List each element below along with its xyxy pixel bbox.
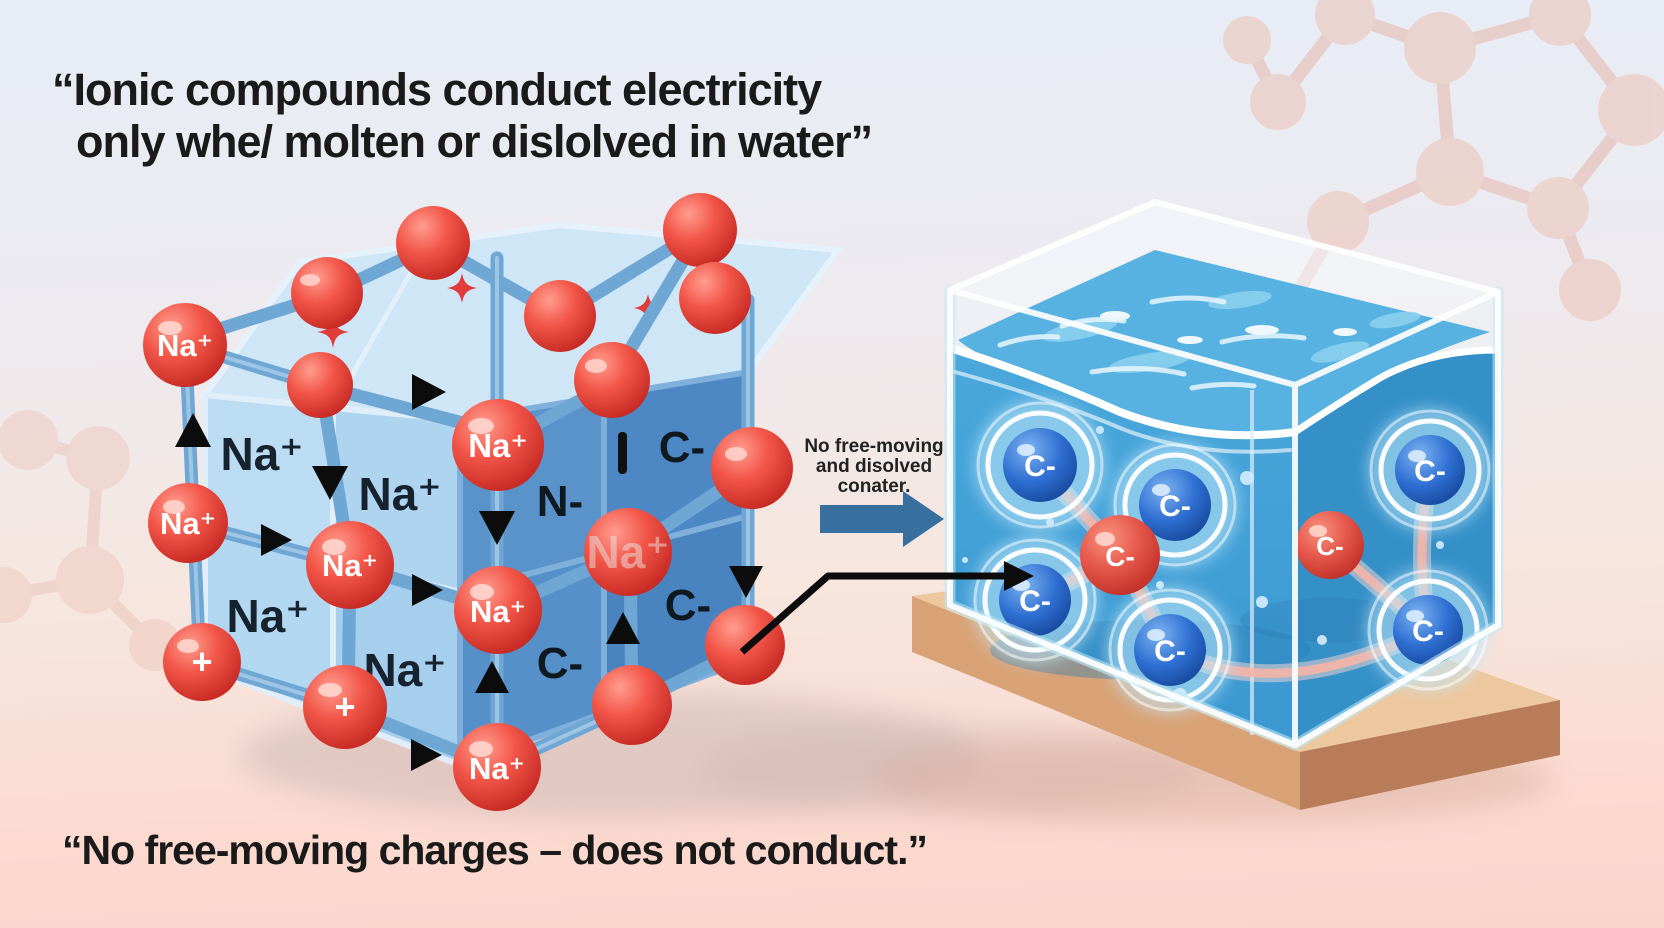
ground-shadows: [240, 691, 1555, 824]
ion-sphere-na: Na⁺: [454, 566, 542, 654]
sphere-label: Na⁺: [160, 506, 216, 541]
vertical-bar-artifact: [618, 432, 627, 474]
dissolved-ion-blue: C-: [1368, 408, 1492, 532]
dissolved-ion-red: C-: [1080, 515, 1160, 595]
ion-sphere-na: +: [163, 623, 241, 701]
up-arrow-icon: [475, 661, 509, 693]
face-label: Na⁺: [358, 468, 441, 520]
face-label: Na⁺: [220, 428, 303, 480]
sphere-label: Na⁺: [468, 427, 528, 464]
note-line-2: and disolved: [816, 456, 932, 477]
sphere-label: +: [191, 641, 212, 682]
dissolved-ion-blue: C-: [974, 399, 1106, 531]
face-label: C-: [659, 423, 705, 472]
elbow-arrow-icon: [739, 561, 1034, 655]
ion-label: C-: [1019, 585, 1051, 618]
ion-sphere-na: Na⁺: [306, 521, 394, 609]
face-label: C-: [537, 639, 583, 688]
note-line-1: No free-moving: [804, 436, 943, 457]
ion-sphere-na: Na⁺: [452, 399, 544, 491]
water-surface-highlights: [997, 290, 1421, 391]
ion-sphere-na: Na⁺: [148, 483, 228, 563]
right-arrow-icon: [411, 739, 442, 771]
down-arrow-icon: [479, 511, 515, 545]
right-arrow-icon: [261, 524, 292, 556]
glass-walls: [944, 199, 1504, 751]
ghost-label: Na⁺: [586, 526, 669, 578]
ion-sphere-na: Na⁺: [143, 303, 227, 387]
molecule-backdrop-top-right: [1223, 0, 1664, 321]
crystal-face-labels: Na⁺ Na⁺ Na⁺ Na⁺ C- N- C- C-: [220, 423, 711, 696]
ion-label: C-: [1105, 541, 1135, 572]
title: “Ionic compounds conduct electricity onl…: [52, 64, 873, 167]
sphere-label: Na⁺: [469, 751, 525, 786]
ion-label: C-: [1154, 635, 1186, 668]
up-arrow-icon: [175, 413, 211, 447]
right-arrow-icon: [412, 574, 443, 606]
ion-label: C-: [1412, 615, 1444, 648]
title-line-2: only whe/ molten or dislolved in water”: [76, 116, 872, 167]
ion-sphere-na: +: [303, 665, 387, 749]
lattice-spheres-labeled: Na⁺ Na⁺ + Na⁺ + Na⁺: [143, 303, 670, 811]
ion-label: C-: [1024, 450, 1056, 483]
sphere-label: +: [334, 686, 355, 727]
ion-label: C-: [1159, 490, 1191, 523]
sphere-label: Na⁺: [157, 328, 213, 363]
right-arrow-icon: [412, 374, 446, 410]
lattice-direction-arrows: [175, 374, 763, 771]
sphere-label: Na⁺: [322, 548, 378, 583]
dissolved-ion-red: C-: [1296, 511, 1364, 579]
ion-label: C-: [1414, 455, 1446, 488]
down-arrow-icon: [729, 566, 763, 598]
title-line-1: “Ionic compounds conduct electricity: [52, 64, 822, 115]
molecule-backdrop-left: [0, 410, 181, 671]
down-arrow-icon: [312, 466, 348, 500]
sphere-label: Na⁺: [470, 594, 526, 629]
blue-right-arrow-icon: [820, 491, 944, 547]
face-label: N-: [537, 477, 583, 526]
face-label: Na⁺: [226, 590, 309, 642]
ion-label: C-: [1316, 531, 1343, 561]
dissolved-ions: C- C- C- C-: [971, 399, 1492, 714]
waterline: [946, 344, 1502, 454]
bottom-caption: “No free-moving charges – does not condu…: [62, 827, 927, 873]
up-arrow-icon: [606, 612, 640, 644]
ion-sphere-na: Na⁺: [453, 723, 541, 811]
note-line-3: conater.: [838, 476, 911, 497]
dissolved-ion-blue: C-: [1366, 568, 1490, 692]
face-label: C-: [665, 581, 711, 630]
water-tank: C- C- C- C-: [739, 199, 1504, 751]
middle-annotation: No free-moving and disolved conater.: [804, 436, 944, 547]
